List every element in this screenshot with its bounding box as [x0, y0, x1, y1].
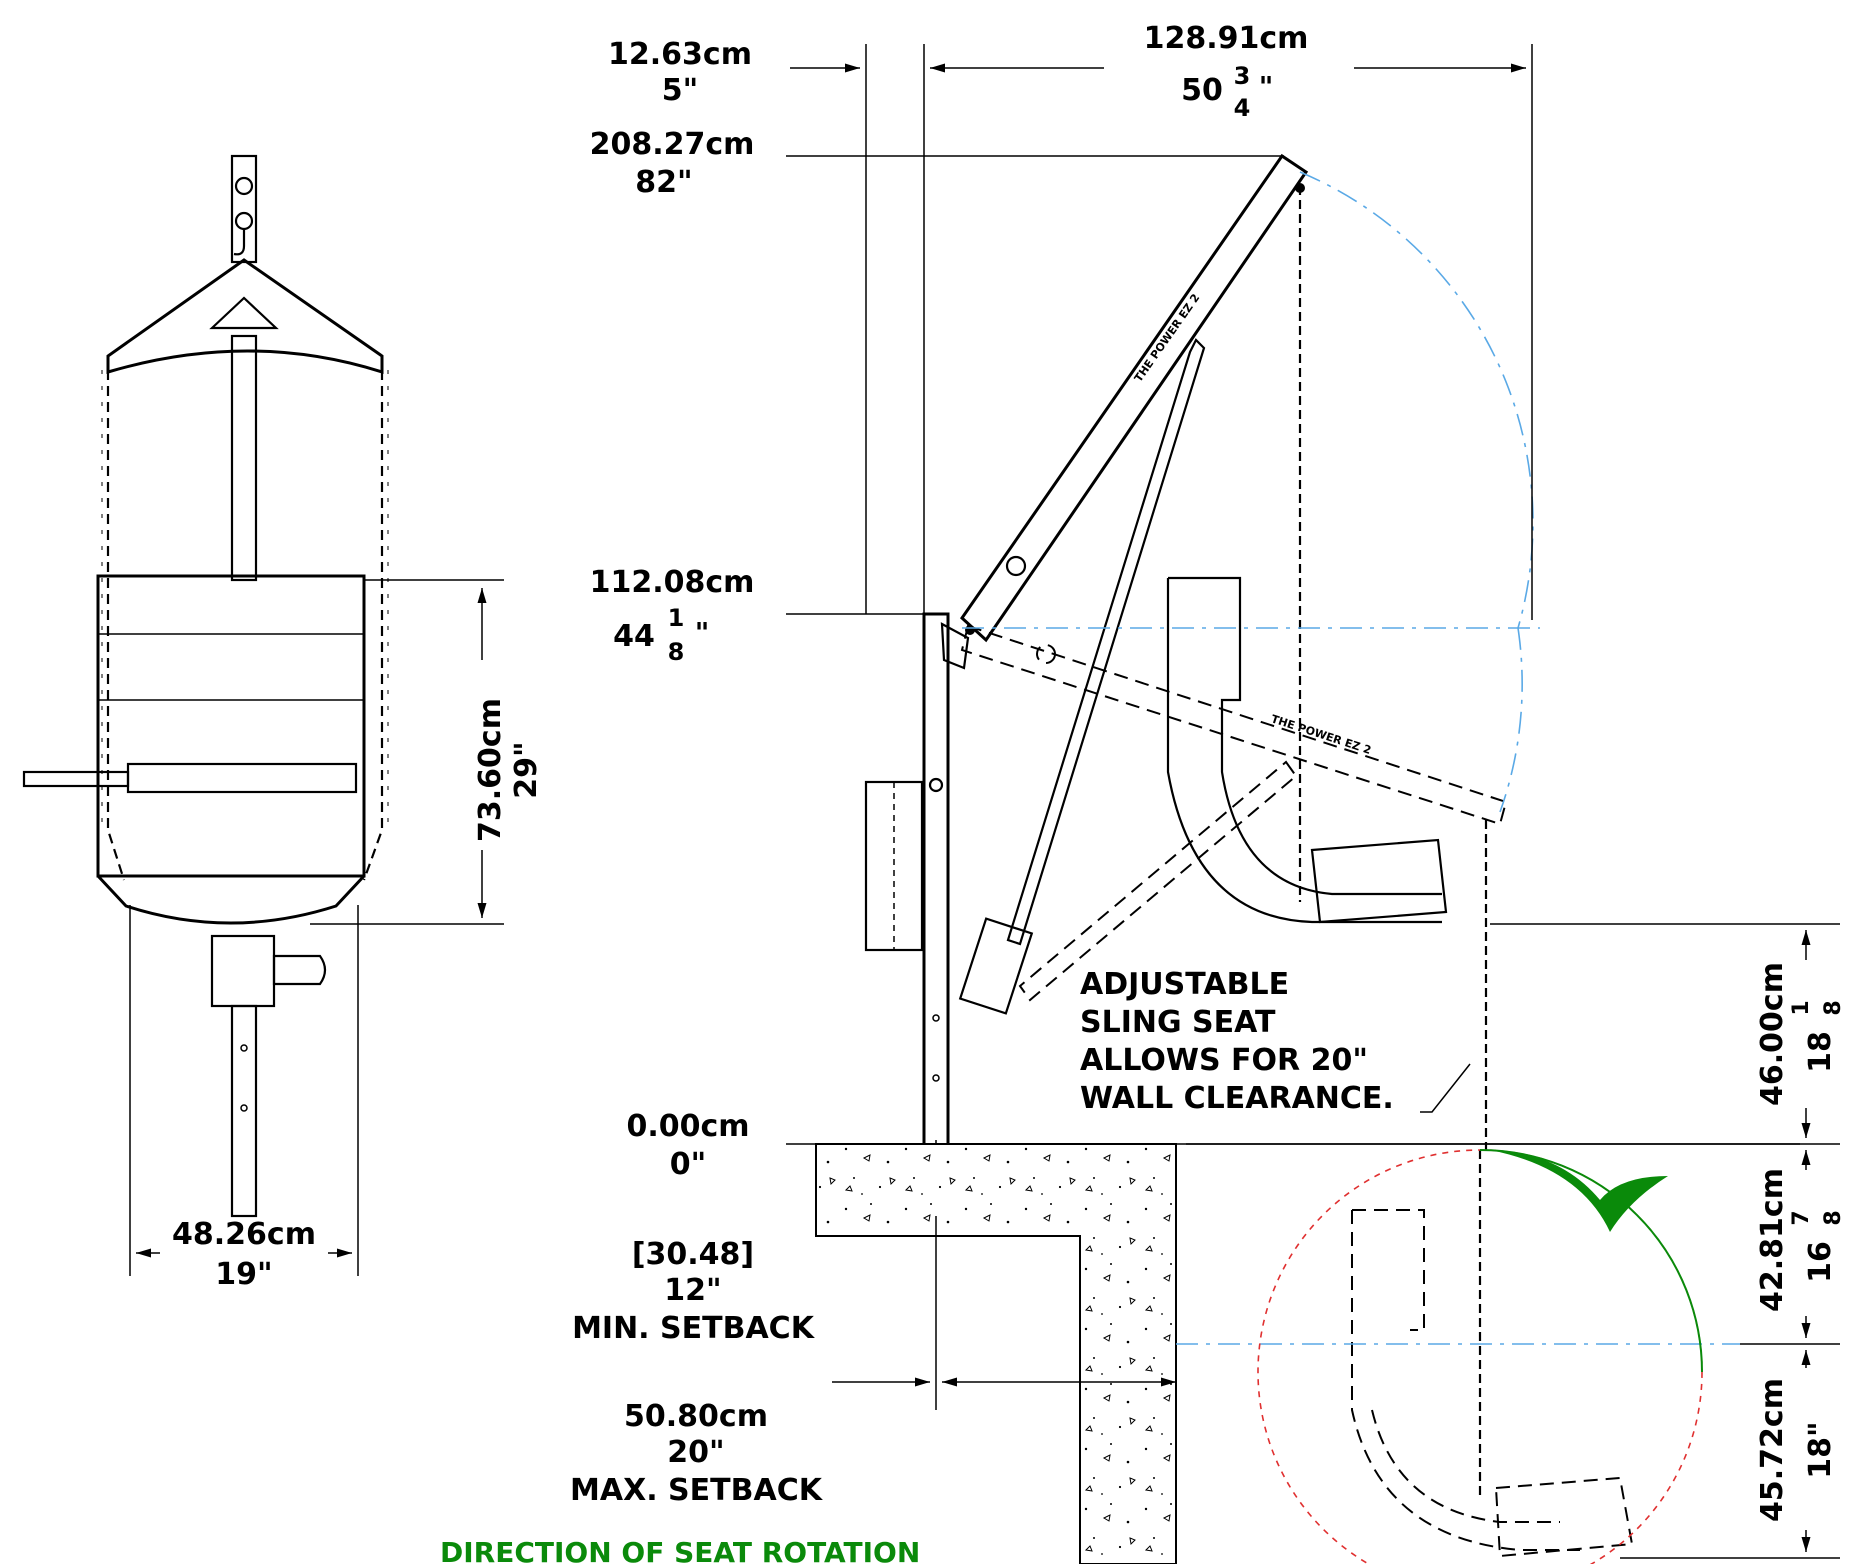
pivot-cm: 112.08cm — [590, 565, 755, 600]
mast — [922, 612, 950, 1212]
offset-in: 5" — [662, 73, 699, 108]
note-line-1: ADJUSTABLE — [1080, 967, 1289, 1002]
seat-back — [96, 574, 366, 878]
mast-top — [230, 154, 258, 264]
seat-width-in: 19" — [215, 1257, 272, 1292]
actuator-motor — [958, 917, 1034, 1015]
svg-text:8: 8 — [1821, 1210, 1846, 1225]
chair-raised — [1168, 576, 1442, 896]
floor-in: 0" — [670, 1147, 707, 1182]
note-line-3: ALLOWS FOR 20" — [1080, 1043, 1368, 1078]
seat-bottom — [96, 874, 366, 925]
reach-in-whole: 50 — [1181, 73, 1223, 108]
svg-text:7: 7 — [1789, 1210, 1814, 1225]
height-top-cm: 208.27cm — [590, 127, 755, 162]
top-dimensions — [786, 44, 1533, 1145]
svg-text:THE POWER EZ 2: THE POWER EZ 2 — [1269, 712, 1372, 757]
actuator-raised — [1006, 338, 1206, 946]
clear-above-in: 18 — [1803, 1031, 1838, 1073]
chair-lowered — [1352, 1209, 1425, 1331]
depth1-in: 16 — [1803, 1241, 1838, 1283]
svg-text:1: 1 — [668, 604, 685, 632]
side-view: THE POWER EZ 2 THE POWER EZ 2 — [815, 153, 1800, 1564]
min-setback-in: 12" — [664, 1273, 721, 1308]
floor-cm: 0.00cm — [626, 1109, 749, 1144]
boom-swing-arc — [1299, 171, 1534, 629]
handle-bar — [22, 770, 130, 788]
seat-width-cm: 48.26cm — [172, 1217, 316, 1252]
boom-raised — [960, 153, 1309, 643]
depth2-in: 18" — [1803, 1421, 1838, 1478]
motor-housing — [210, 934, 276, 1008]
boom-lowered — [960, 624, 1508, 826]
seat-crossbar — [126, 762, 358, 794]
seat-height-cm: 73.60cm — [473, 698, 508, 842]
svg-text:": " — [1259, 70, 1274, 103]
depth2-cm: 45.72cm — [1755, 1378, 1790, 1522]
hook-icon — [233, 228, 246, 256]
pivot-in-whole: 44 — [613, 619, 655, 654]
right-dimensions — [1186, 923, 1840, 1559]
height-top-in: 82" — [635, 165, 692, 200]
svg-text:3: 3 — [1234, 62, 1251, 90]
min-setback-cm: [30.48] — [632, 1237, 754, 1272]
seat-height-in: 29" — [509, 741, 544, 798]
clear-above-cm: 46.00cm — [1755, 962, 1790, 1106]
rotation-caption: DIRECTION OF SEAT ROTATION — [440, 1536, 920, 1564]
svg-text:8: 8 — [668, 638, 685, 666]
reach-cm: 128.91cm — [1144, 21, 1309, 56]
svg-text:8: 8 — [1821, 1000, 1846, 1015]
shackle-icon — [234, 211, 254, 231]
max-setback-in: 20" — [667, 1435, 724, 1470]
note-line-2: SLING SEAT — [1080, 1005, 1276, 1040]
max-setback-text: MAX. SETBACK — [570, 1473, 824, 1508]
front-view — [22, 154, 504, 1276]
chain-right — [362, 370, 389, 881]
shackle-icon — [234, 176, 254, 196]
pivot-bracket — [940, 622, 970, 670]
setback-dimensions — [832, 1216, 1176, 1410]
spreader-bar — [106, 258, 384, 375]
center-post — [230, 334, 258, 582]
max-setback-cm: 50.80cm — [624, 1399, 768, 1434]
min-setback-text: MIN. SETBACK — [572, 1311, 816, 1346]
pool-deck — [815, 1143, 1177, 1564]
chain-left — [101, 370, 126, 881]
svg-text:4: 4 — [1234, 94, 1251, 122]
svg-text:1: 1 — [1789, 1000, 1814, 1015]
svg-text:": " — [695, 616, 710, 649]
rotation-arrow-icon — [1490, 1150, 1668, 1232]
offset-cm: 12.63cm — [608, 37, 752, 72]
depth1-cm: 42.81cm — [1755, 1168, 1790, 1312]
note-line-4: WALL CLEARANCE. — [1080, 1081, 1394, 1116]
base-post — [230, 1004, 258, 1218]
